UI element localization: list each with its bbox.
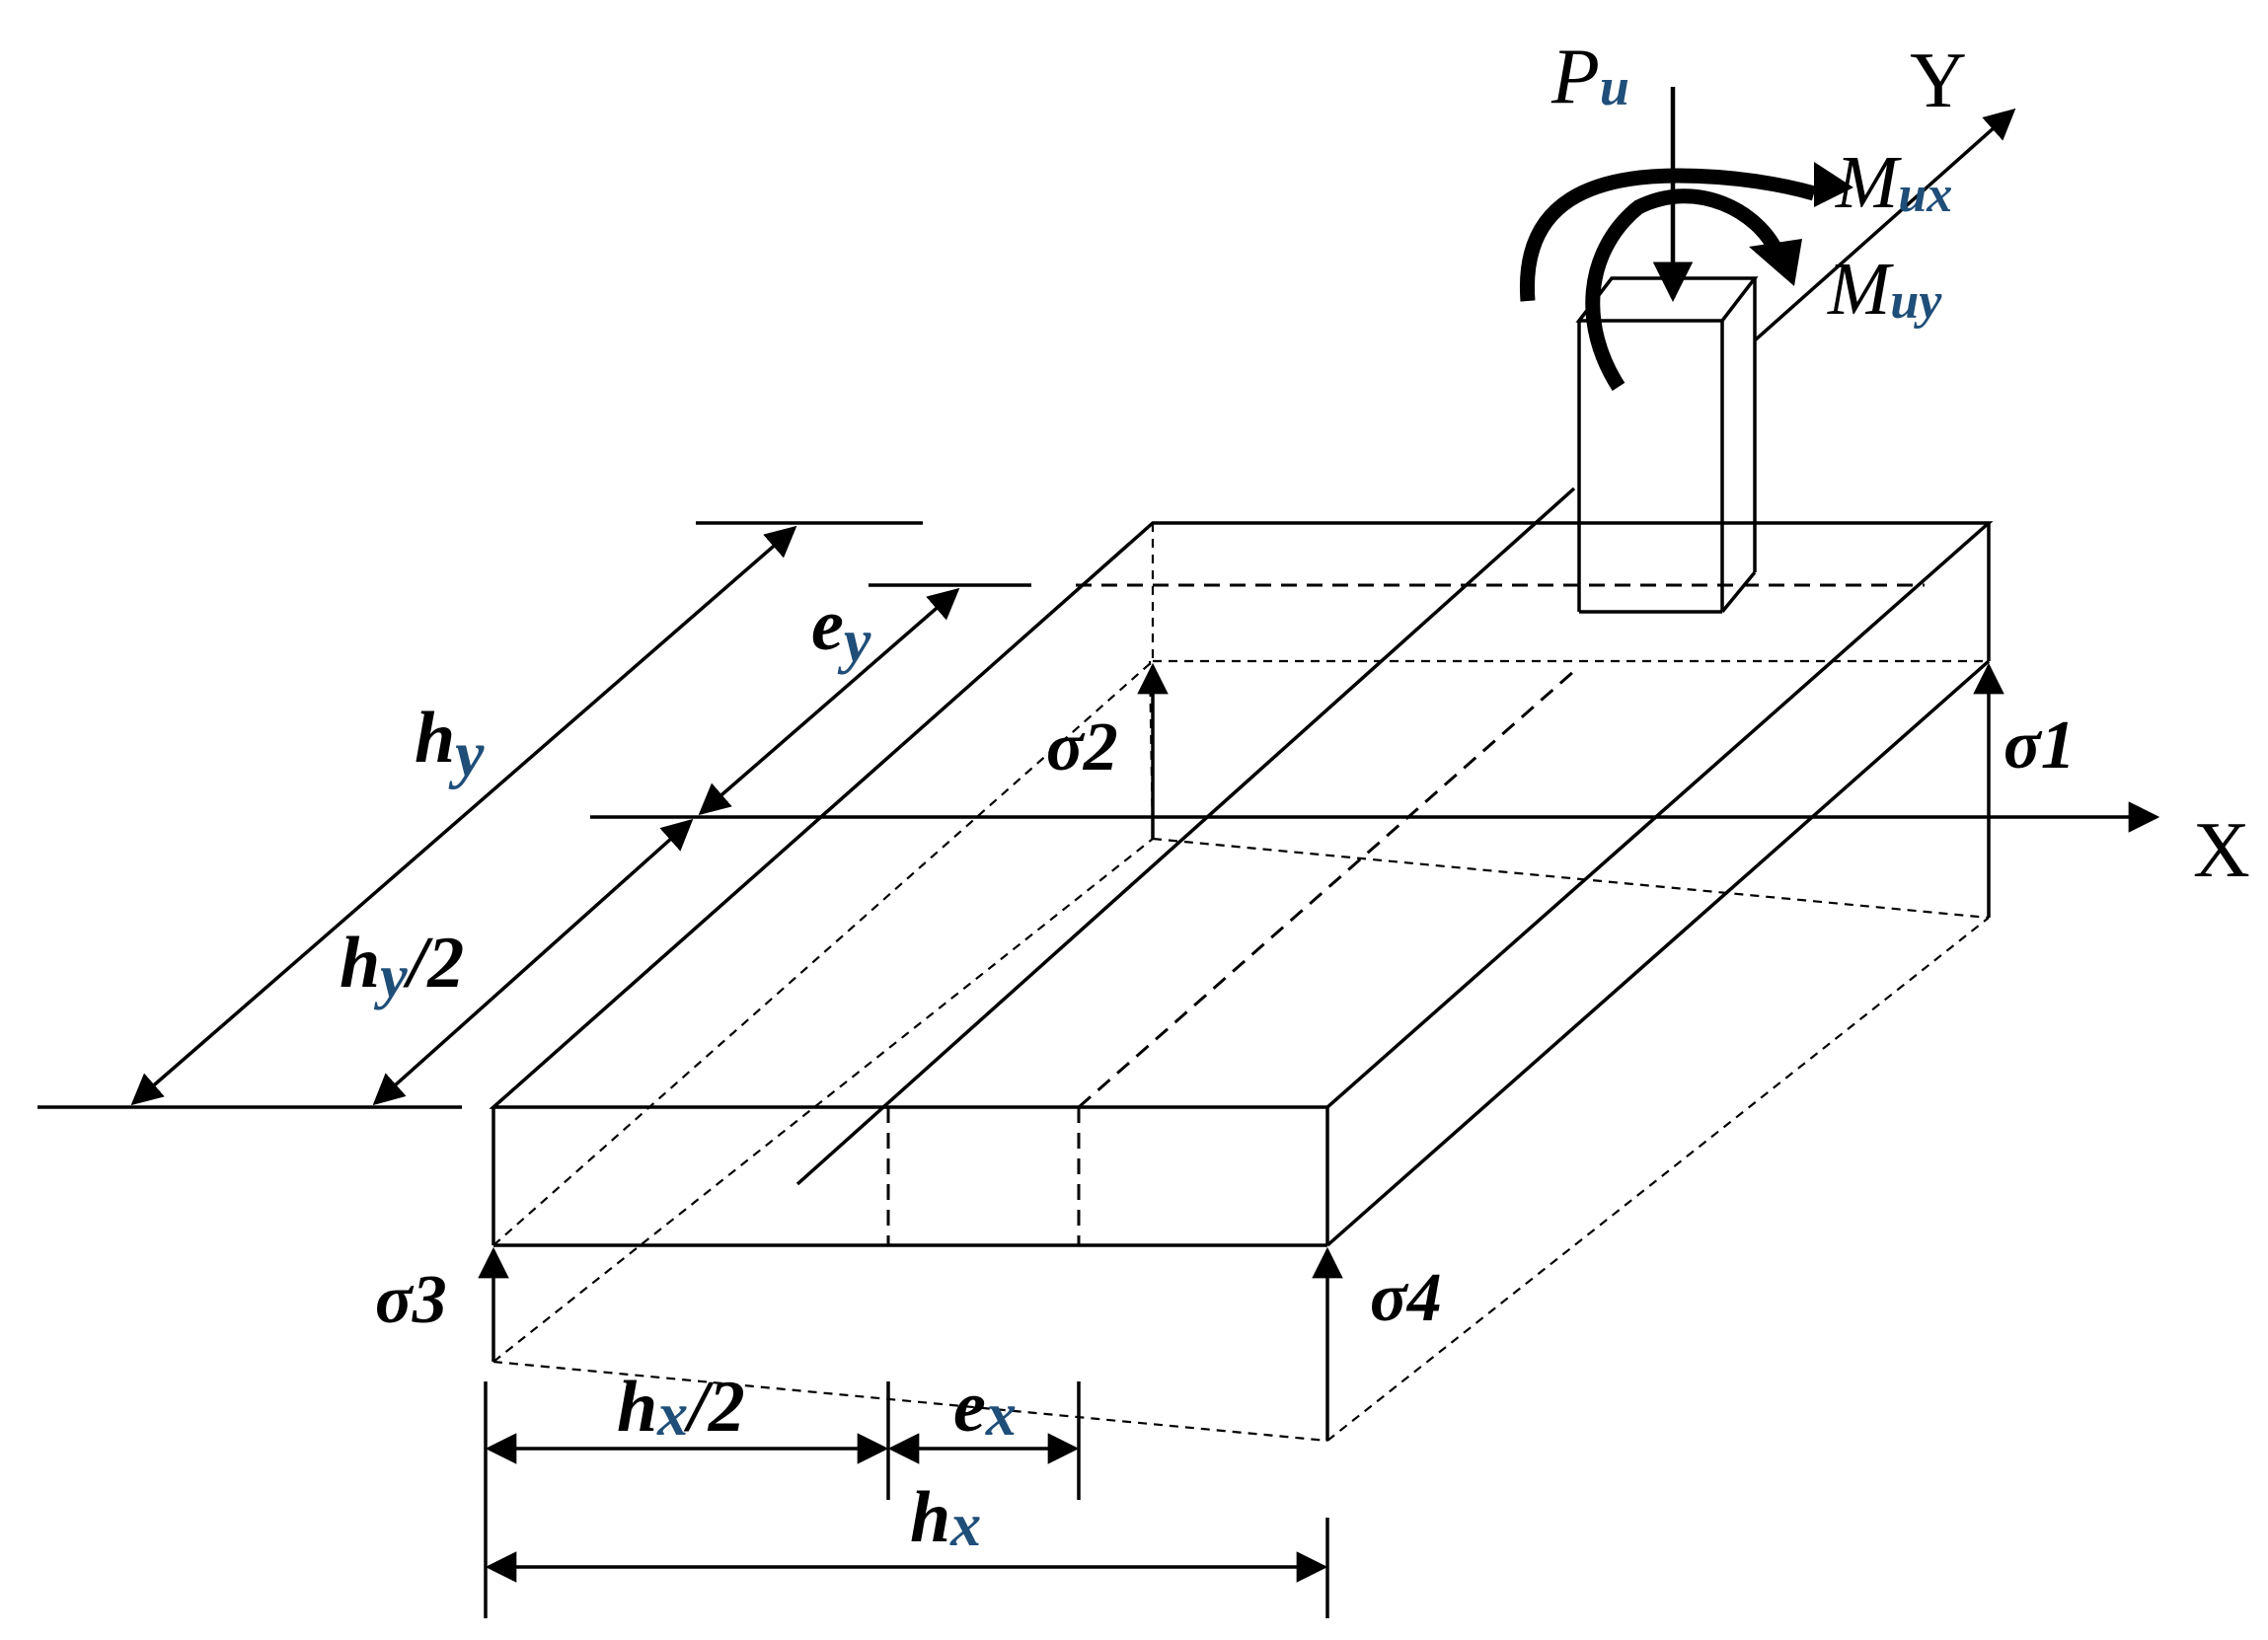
mux-label: Mux — [1835, 141, 1952, 224]
moment-mux: Mux — [1519, 141, 1952, 302]
hx-half-label: hx/2 — [617, 1367, 745, 1449]
hy-half-label: hy/2 — [340, 923, 464, 1010]
dimension-x: hx/2 ex hx — [484, 1367, 1329, 1618]
ey-label: ey — [811, 585, 871, 675]
sigma2-label: σ2 — [1046, 709, 1118, 785]
y-axis-label: Y — [1910, 37, 1967, 124]
soil-pressures: σ2 σ1 σ3 σ4 — [375, 662, 2076, 1441]
moment-muy: Muy — [1585, 188, 1942, 392]
muy-label: Muy — [1827, 248, 1942, 331]
load-pu: Pu — [1550, 34, 1694, 303]
x-axis: X — [590, 801, 2250, 894]
dimension-y: hy ey hy/2 — [38, 521, 1031, 1109]
footing-slab — [489, 521, 1994, 1247]
column-centerlines — [795, 486, 1925, 1245]
pu-label: Pu — [1550, 34, 1629, 120]
sigma3-label: σ3 — [375, 1262, 447, 1338]
sigma4-label: σ4 — [1370, 1260, 1442, 1336]
hy-label: hy — [415, 698, 485, 790]
pressure-distribution — [492, 660, 1990, 1443]
y-axis: Y — [1753, 37, 2016, 342]
ex-label: ex — [953, 1367, 1017, 1449]
sigma1-label: σ1 — [2003, 708, 2076, 783]
x-axis-label: X — [2193, 807, 2250, 894]
hx-label: hx — [910, 1477, 981, 1559]
column — [1575, 276, 1759, 614]
